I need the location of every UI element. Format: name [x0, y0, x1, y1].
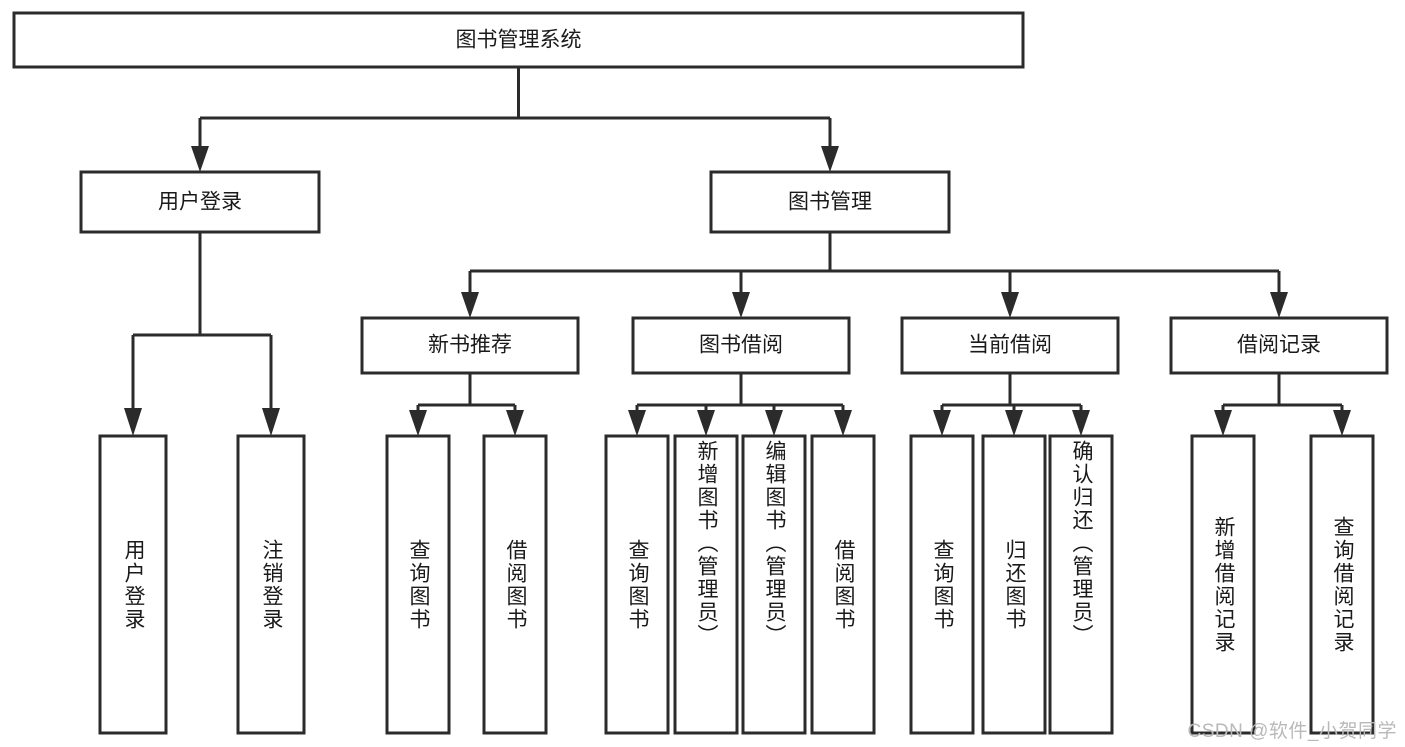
leaf-rect-edit-book-admin[interactable]	[741, 434, 807, 735]
arrow-head-leaf	[732, 292, 750, 318]
node-root[interactable]: 图书管理系统	[12, 11, 1025, 69]
connector-records-to-leaves	[1214, 373, 1351, 436]
arrow-head-leaf	[409, 410, 427, 436]
leaf-rect-confirm-return-admin[interactable]	[1048, 434, 1114, 735]
arrow-head-user-login	[191, 146, 209, 172]
leaf-rect-return-books[interactable]	[981, 434, 1047, 735]
arrow-head-leaf	[262, 408, 280, 436]
connector-borrow-to-leaves	[628, 373, 852, 436]
leaf-rect-borrow-books-2[interactable]	[810, 434, 876, 735]
node-user-login[interactable]: 用户登录	[79, 170, 321, 234]
leaf-rect-logout[interactable]	[236, 434, 306, 735]
leaf-node-rects	[98, 434, 1375, 735]
node-root-label: 图书管理系统	[456, 29, 582, 52]
node-new-book-recommend-label: 新书推荐	[428, 334, 512, 357]
arrow-head-leaf	[461, 292, 479, 318]
arrow-head-leaf	[124, 408, 142, 436]
leaf-rect-query-books-2[interactable]	[604, 434, 670, 735]
watermark: CSDN @软件_小贺同学	[1187, 721, 1397, 742]
arrow-head-leaf	[628, 410, 646, 436]
leaf-rect-query-borrow-record[interactable]	[1309, 434, 1375, 735]
leaf-rect-borrow-books-1[interactable]	[482, 434, 548, 735]
arrow-head-leaf	[1001, 292, 1019, 318]
arrow-head-leaf	[506, 410, 524, 436]
leaf-rect-query-books-3[interactable]	[909, 434, 975, 735]
connector-bookmanage-to-level3	[461, 232, 1288, 318]
node-book-management[interactable]: 图书管理	[709, 170, 951, 234]
node-user-login-label: 用户登录	[158, 191, 242, 214]
node-book-borrow[interactable]: 图书借阅	[631, 316, 851, 375]
connector-current-to-leaves	[933, 373, 1090, 436]
node-current-borrow[interactable]: 当前借阅	[900, 316, 1120, 375]
arrow-head-book-manage	[821, 146, 839, 172]
leaf-rect-user-login[interactable]	[98, 434, 168, 735]
arrow-head-leaf	[834, 410, 852, 436]
connector-userlogin-to-leaves	[124, 232, 280, 436]
arrow-head-leaf	[765, 410, 783, 436]
leaf-rect-add-book-admin[interactable]	[673, 434, 739, 735]
arrow-head-leaf	[1333, 410, 1351, 436]
leaf-rect-query-books-1[interactable]	[385, 434, 451, 735]
arrow-head-leaf	[1214, 410, 1232, 436]
arrow-head-leaf	[1072, 410, 1090, 436]
node-borrow-records[interactable]: 借阅记录	[1169, 316, 1389, 375]
leaf-rect-add-borrow-record[interactable]	[1190, 434, 1256, 735]
connector-root-to-level2	[191, 67, 839, 172]
arrow-head-leaf	[1270, 292, 1288, 318]
node-current-borrow-label: 当前借阅	[968, 334, 1052, 357]
node-borrow-records-label: 借阅记录	[1237, 334, 1321, 357]
arrow-head-leaf	[1005, 410, 1023, 436]
node-book-management-label: 图书管理	[788, 191, 872, 214]
arrow-head-leaf	[697, 410, 715, 436]
node-book-borrow-label: 图书借阅	[699, 334, 783, 357]
node-new-book-recommend[interactable]: 新书推荐	[360, 316, 580, 375]
arrow-head-leaf	[933, 410, 951, 436]
connector-newbook-to-leaves	[409, 373, 524, 436]
